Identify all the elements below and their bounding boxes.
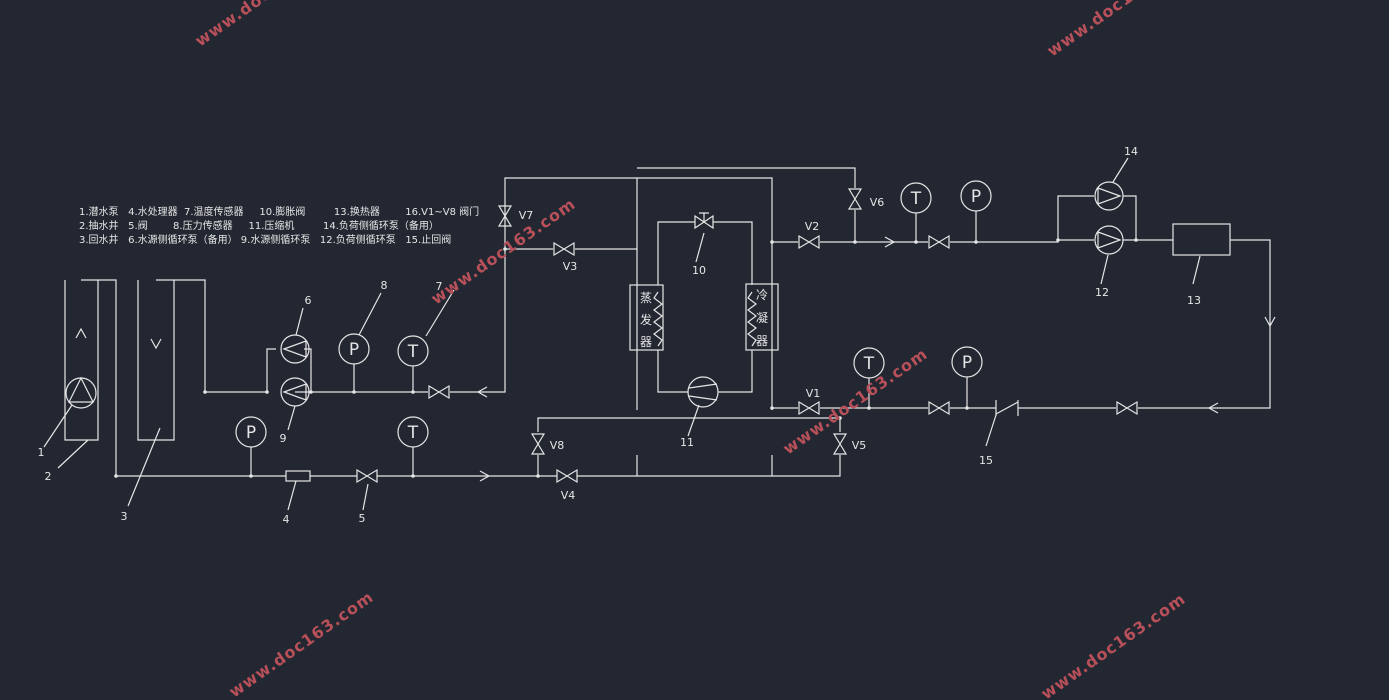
svg-text:T: T <box>407 423 419 443</box>
valve-v7-icon[interactable] <box>497 205 513 227</box>
component-number-labels: 1 2 3 4 5 6 7 8 9 10 11 12 13 14 15 <box>38 145 1202 526</box>
flow-arrow-left <box>476 386 488 398</box>
label-14: 14 <box>1124 145 1138 158</box>
condenser: 冷 凝 器 <box>745 283 779 351</box>
valve-icon[interactable] <box>356 468 378 484</box>
label-v3: V3 <box>563 260 578 273</box>
pressure-sensor-icon: P <box>235 416 267 448</box>
svg-text:P: P <box>962 353 972 373</box>
evaporator: 蒸 发 器 <box>629 284 664 351</box>
valve-icon[interactable] <box>428 384 450 400</box>
temperature-sensor-icon: T <box>853 347 885 379</box>
pump-14-icon[interactable] <box>1094 181 1124 211</box>
svg-text:www.doc163.com: www.doc163.com <box>191 0 343 50</box>
legend-line-1: 1.潜水泵 4.水处理器 7.温度传感器 10.膨胀阀 13.换热器 16.V1… <box>79 205 479 218</box>
label-10: 10 <box>692 264 706 277</box>
pressure-sensor-icon: P <box>960 180 992 212</box>
svg-text:器: 器 <box>640 335 652 349</box>
flow-arrow-left <box>1207 402 1219 414</box>
temperature-sensor-icon: T <box>397 416 429 448</box>
flow-arrows <box>75 236 1276 482</box>
valve-icon[interactable] <box>928 234 950 250</box>
valve-labels: V1 V2 V3 V4 V5 V6 V7 V8 <box>519 196 885 502</box>
valve-v5-icon[interactable] <box>832 433 848 455</box>
label-v6: V6 <box>870 196 885 209</box>
pressure-sensor-icon: P <box>338 333 370 365</box>
legend-line-3: 3.回水井 6.水源侧循环泵（备用） 9.水源侧循环泵 12.负荷侧循环泵 15… <box>79 233 451 246</box>
flow-arrow-down <box>150 338 162 350</box>
label-6: 6 <box>305 294 312 307</box>
label-v4: V4 <box>561 489 576 502</box>
label-7: 7 <box>436 280 443 293</box>
svg-text:P: P <box>246 423 256 443</box>
label-5: 5 <box>359 512 366 525</box>
leader-lines <box>43 157 1201 511</box>
heat-exchanger-box <box>1172 223 1231 256</box>
label-9: 9 <box>280 432 287 445</box>
flow-arrow-up <box>75 327 87 339</box>
label-1: 1 <box>38 446 45 459</box>
pressure-sensor-icon: P <box>951 346 983 378</box>
watermarks: www.doc163.com www.doc163.com www.doc163… <box>191 0 1195 700</box>
label-11: 11 <box>680 436 694 449</box>
svg-text:凝: 凝 <box>756 310 768 325</box>
flow-arrow-right <box>884 236 896 248</box>
label-v5: V5 <box>852 439 867 452</box>
label-v1: V1 <box>806 387 821 400</box>
label-2: 2 <box>45 470 52 483</box>
pump-12-icon[interactable] <box>1094 225 1124 255</box>
label-3: 3 <box>121 510 128 523</box>
check-valve-icon[interactable] <box>995 400 1019 416</box>
compressor-icon[interactable] <box>687 376 719 408</box>
svg-text:T: T <box>863 354 875 374</box>
valve-icon[interactable] <box>1116 400 1138 416</box>
svg-text:www.doc163.com: www.doc163.com <box>1037 589 1189 700</box>
pipe-network <box>64 167 1271 478</box>
label-v8: V8 <box>550 439 565 452</box>
svg-text:P: P <box>971 187 981 207</box>
valve-v8-icon[interactable] <box>530 433 546 455</box>
submersible-pump-icon[interactable] <box>65 376 97 409</box>
label-13: 13 <box>1187 294 1201 307</box>
temperature-sensor-icon: T <box>397 335 429 367</box>
label-v2: V2 <box>805 220 820 233</box>
valve-v4-icon[interactable] <box>556 468 578 484</box>
temperature-sensor-icon: T <box>900 182 932 214</box>
pump-6-icon[interactable] <box>280 334 310 364</box>
svg-text:T: T <box>407 342 419 362</box>
legend-line-2: 2.抽水井 5.阀 8.压力传感器 11.压缩机 14.负荷侧循环泵（备用） <box>79 219 439 232</box>
flow-arrow-right <box>479 470 491 482</box>
label-15: 15 <box>979 454 993 467</box>
flow-arrow-down <box>1264 316 1276 328</box>
expansion-valve-icon[interactable] <box>694 212 714 230</box>
valve-v3-icon[interactable] <box>553 241 575 257</box>
svg-text:蒸: 蒸 <box>640 291 652 305</box>
legend: 1.潜水泵 4.水处理器 7.温度传感器 10.膨胀阀 13.换热器 16.V1… <box>79 205 479 246</box>
valve-v6-icon[interactable] <box>847 188 863 210</box>
valve-v1-icon[interactable] <box>798 400 820 416</box>
svg-text:器: 器 <box>756 334 768 348</box>
label-v7: V7 <box>519 209 534 222</box>
svg-text:T: T <box>910 189 922 209</box>
svg-text:www.doc163.com: www.doc163.com <box>225 587 377 700</box>
label-8: 8 <box>381 279 388 292</box>
svg-text:冷: 冷 <box>756 288 768 302</box>
label-12: 12 <box>1095 286 1109 299</box>
water-treatment-device <box>285 470 311 482</box>
valve-v2-icon[interactable] <box>798 234 820 250</box>
svg-text:发: 发 <box>640 312 652 327</box>
svg-text:www.doc163.com: www.doc163.com <box>1043 0 1195 60</box>
svg-text:P: P <box>349 340 359 360</box>
valve-icon[interactable] <box>928 400 950 416</box>
label-4: 4 <box>283 513 290 526</box>
